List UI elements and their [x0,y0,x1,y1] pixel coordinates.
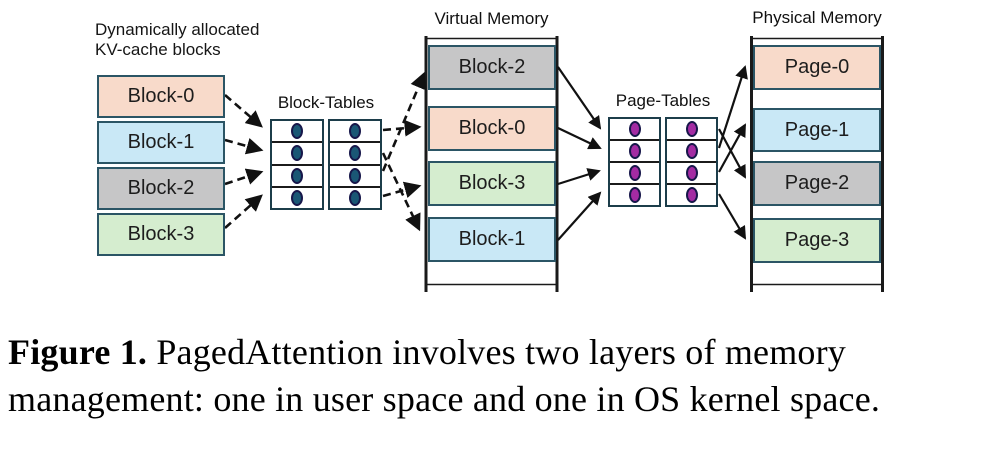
dashed-arrow-kvblock3-to-blocktable-row4 [224,194,263,229]
physical-memory-title: Physical Memory [752,8,882,27]
kv-block-0-label: Block-0 [127,85,195,107]
block-table-cell [272,163,322,186]
page-table-entry-dot [685,143,698,159]
vm-block-3-label: Block-3 [458,172,526,194]
page-table-entry-dot [628,165,641,181]
page-tables-label: Page-Tables [615,91,711,110]
pm-page-2-label: Page-2 [784,172,850,194]
page-table-column-1 [608,117,661,207]
pm-page-3-label: Page-3 [784,229,850,251]
arrow-vm-block0-to-pagetable-row2 [557,127,602,150]
page-table-cell [667,139,716,161]
figure-caption-label: Figure 1. [8,332,148,372]
vm-block-2-label: Block-2 [458,56,526,78]
pm-page-2: Page-2 [753,161,881,206]
block-table-cell [330,163,380,186]
block-table-entry-dot [291,123,303,140]
block-tables-label: Block-Tables [277,93,375,112]
arrow-vm-block3-to-pagetable-row3 [557,168,601,186]
pm-page-1: Page-1 [753,108,881,152]
block-table-entry-dot [291,167,303,184]
block-tables [270,119,382,210]
dashed-arrow-kvblock2-to-blocktable-row3 [224,168,264,186]
vm-block-1: Block-1 [428,217,556,262]
kv-block-1-label: Block-1 [127,131,195,153]
arrow-pagetable-row3-to-page1 [718,123,746,173]
pm-page-3: Page-3 [753,218,881,263]
page-tables [608,117,718,207]
block-table-entry-dot [291,189,303,206]
kv-block-3: Block-3 [97,213,225,256]
vm-block-2: Block-2 [428,45,556,90]
page-table-cell [667,161,716,183]
arrow-vm-block2-to-pagetable-row1 [557,66,602,130]
vm-block-1-label: Block-1 [458,228,526,250]
page-table-cell [667,183,716,205]
arrow-pagetable-row1-to-page2 [718,128,746,179]
page-table-cell [610,183,659,205]
page-table-cell [610,119,659,139]
dashed-arrow-kvblock1-to-blocktable-row2 [224,138,264,155]
page-table-column-2 [665,117,718,207]
dashed-arrow-blocktable-row2-to-vm-block1 [381,152,421,232]
kv-block-2-label: Block-2 [127,177,195,199]
block-table-entry-dot [349,189,361,206]
page-table-cell [667,119,716,139]
kv-cache-caption-line1: Dynamically allocated [95,20,260,39]
block-table-cell [330,121,380,141]
page-table-entry-dot [685,121,698,137]
page-table-entry-dot [685,165,698,181]
dashed-arrow-blocktable-row3-to-vm-block2 [381,71,427,172]
block-table-cell [330,141,380,163]
arrow-pagetable-row4-to-page3 [718,193,747,240]
arrow-vm-block1-to-pagetable-row4 [557,191,602,241]
vm-block-0-label: Block-0 [458,117,526,139]
block-table-column-2 [328,119,382,210]
figure-caption-line1: PagedAttention involves two layers of me… [156,332,846,372]
block-table-cell [272,185,322,208]
figure-caption: Figure 1. PagedAttention involves two la… [8,329,994,423]
kv-block-2: Block-2 [97,167,225,210]
kv-cache-caption-line2: KV-cache blocks [95,40,221,59]
kv-block-1: Block-1 [97,121,225,164]
dashed-arrow-blocktable-row1-to-vm-block0 [382,119,422,137]
block-table-entry-dot [291,145,303,162]
virtual-memory-title: Virtual Memory [434,9,549,28]
dashed-arrow-blocktable-row4-to-vm-block3 [382,181,422,198]
page-table-cell [610,161,659,183]
page-table-entry-dot [628,187,641,203]
figure-caption-line2: management: one in user space and one in… [8,379,881,419]
block-table-cell [272,121,322,141]
vm-block-0: Block-0 [428,106,556,151]
page-table-cell [610,139,659,161]
block-table-entry-dot [349,123,361,140]
page-table-entry-dot [628,143,641,159]
block-table-entry-dot [349,145,361,162]
pm-page-1-label: Page-1 [784,118,850,141]
kv-block-3-label: Block-3 [127,223,195,245]
figure-1-diagram: Dynamically allocated KV-cache blocks Bl… [95,8,884,292]
kv-cache-caption: Dynamically allocated KV-cache blocks [95,20,259,60]
page-table-entry-dot [628,121,641,137]
kv-block-0: Block-0 [97,75,225,118]
block-table-cell [330,185,380,208]
pm-page-0: Page-0 [753,45,881,90]
dashed-arrow-kvblock0-to-blocktable-row1 [224,94,263,128]
block-table-column-1 [270,119,324,210]
pm-page-0-label: Page-0 [784,56,850,78]
vm-block-3: Block-3 [428,161,556,206]
page-table-entry-dot [685,187,698,203]
block-table-entry-dot [349,167,361,184]
block-table-cell [272,141,322,163]
